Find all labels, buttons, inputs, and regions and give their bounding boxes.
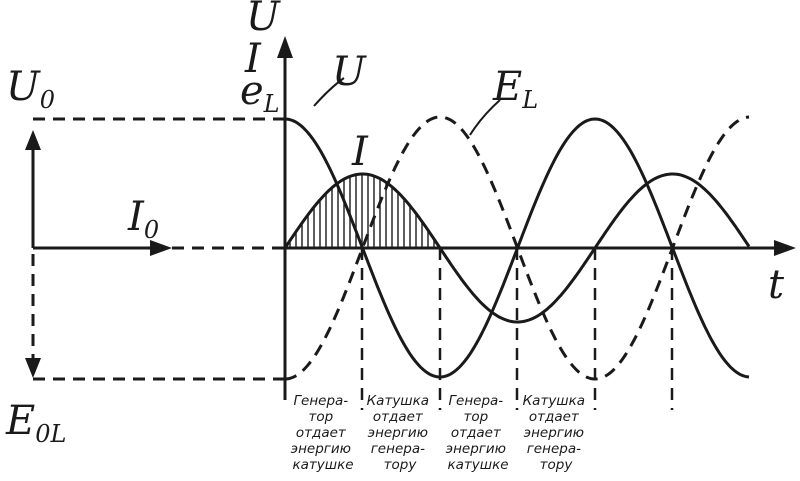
phase-note-3: Генера- тор отдает энергию катушке [446, 393, 511, 473]
current-curve-i [283, 172, 751, 324]
phase-note-1: Генера- тор отдает энергию катушке [291, 393, 356, 473]
axis-label-i: I [244, 36, 262, 82]
curve-label-i: I [351, 129, 369, 175]
el-label-leader [469, 99, 501, 136]
phase-boundaries [360, 248, 674, 410]
curve-label-u: U [332, 49, 367, 95]
axis-label-el: eL [240, 68, 280, 118]
axis-label-u: U [246, 0, 281, 40]
phase-notes: Генера- тор отдает энергию катушке Катуш… [291, 393, 590, 473]
axes [277, 36, 796, 400]
phasor-diagram [25, 130, 172, 378]
y-axis-arrowhead [277, 36, 293, 58]
phasor-label-i0: I0 [127, 194, 159, 244]
phasor-label-e0l: E0L [5, 398, 66, 448]
phasor-u0-arrowhead [25, 130, 41, 150]
phasor-i0-arrowhead [150, 240, 172, 256]
phase-note-2: Катушка отдает энергию генера- тору [367, 393, 434, 473]
u-label-leader [313, 77, 345, 107]
phase-note-4: Катушка отдает энергию генера- тору [523, 393, 590, 473]
curve-label-el: EL [492, 64, 538, 114]
phasor-label-u0: U0 [6, 64, 55, 114]
axis-label-t: t [768, 262, 785, 308]
t-axis-arrowhead [774, 240, 796, 256]
phasor-e0l-arrowhead [25, 358, 41, 378]
